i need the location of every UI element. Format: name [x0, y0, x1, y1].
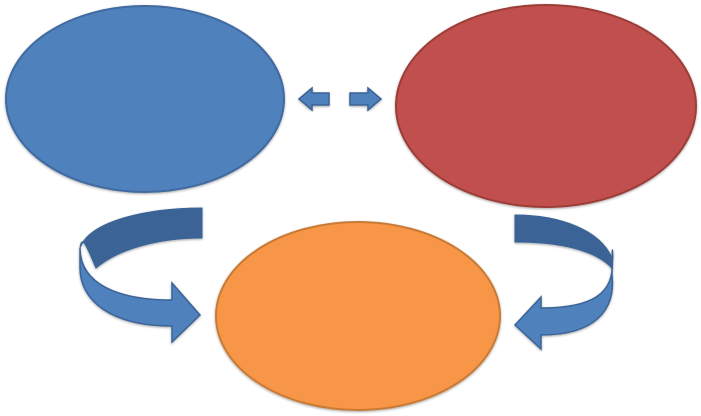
node-bottom-ellipse	[215, 221, 501, 411]
node-right	[395, 4, 697, 208]
node-left-ellipse	[5, 5, 285, 193]
node-bottom	[215, 221, 501, 411]
curved-arrow-right-front	[513, 257, 614, 351]
curved-arrow-right-back	[514, 214, 614, 270]
curved-arrow-left-icon	[79, 207, 203, 344]
arrow-left-icon	[297, 86, 330, 112]
curved-arrow-left-back	[79, 207, 203, 269]
node-left	[5, 5, 285, 193]
curved-arrow-right-icon	[513, 214, 614, 351]
arrow-right-icon	[349, 86, 383, 112]
node-right-ellipse	[395, 4, 697, 208]
curved-arrow-left-front	[79, 247, 202, 344]
